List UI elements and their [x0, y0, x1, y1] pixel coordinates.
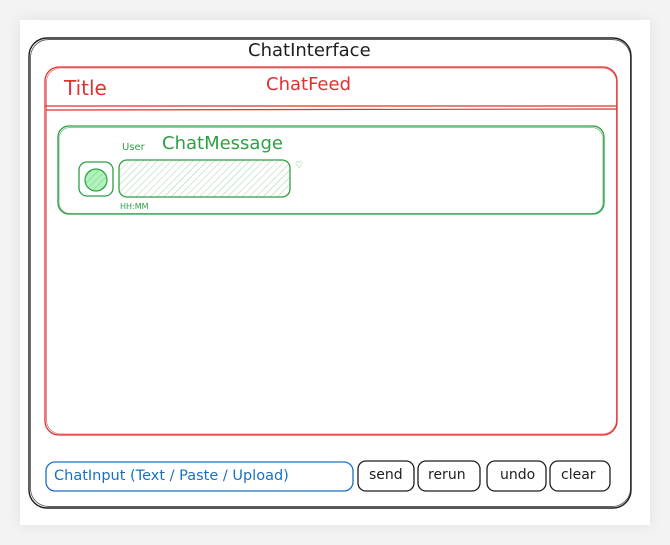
undo-button-label[interactable]: undo	[500, 467, 536, 483]
clear-button-label[interactable]: clear	[561, 467, 596, 483]
chat-interface-label: ChatInterface	[248, 40, 371, 61]
avatar	[78, 161, 114, 197]
chat-input-label[interactable]: ChatInput (Text / Paste / Upload)	[54, 468, 289, 484]
send-button-label[interactable]: send	[369, 467, 403, 483]
timestamp: HH:MM	[120, 202, 149, 211]
title-label: Title	[64, 76, 107, 100]
chat-feed-header-divider-2	[45, 108, 618, 111]
chat-message-label: ChatMessage	[162, 133, 283, 154]
avatar-icon	[84, 168, 108, 192]
chat-feed-box-sketch	[46, 67, 617, 435]
message-bubble	[118, 159, 291, 198]
chat-message-box	[57, 125, 605, 215]
rerun-button-label[interactable]: rerun	[428, 467, 466, 483]
undo-button[interactable]	[486, 460, 547, 492]
user-label: User	[122, 142, 145, 153]
chat-feed-box	[44, 66, 618, 436]
chat-input-field[interactable]	[45, 461, 354, 492]
chat-feed-label: ChatFeed	[266, 74, 352, 95]
heart-icon[interactable]: ♡	[295, 161, 304, 171]
chat-message-box-sketch	[58, 127, 604, 214]
send-button[interactable]	[357, 460, 415, 492]
chat-interface-frame	[28, 37, 632, 509]
rerun-button[interactable]	[417, 460, 481, 492]
clear-button[interactable]	[549, 460, 611, 492]
chat-interface-frame-sketch	[30, 39, 631, 507]
diagram-card	[20, 20, 650, 525]
